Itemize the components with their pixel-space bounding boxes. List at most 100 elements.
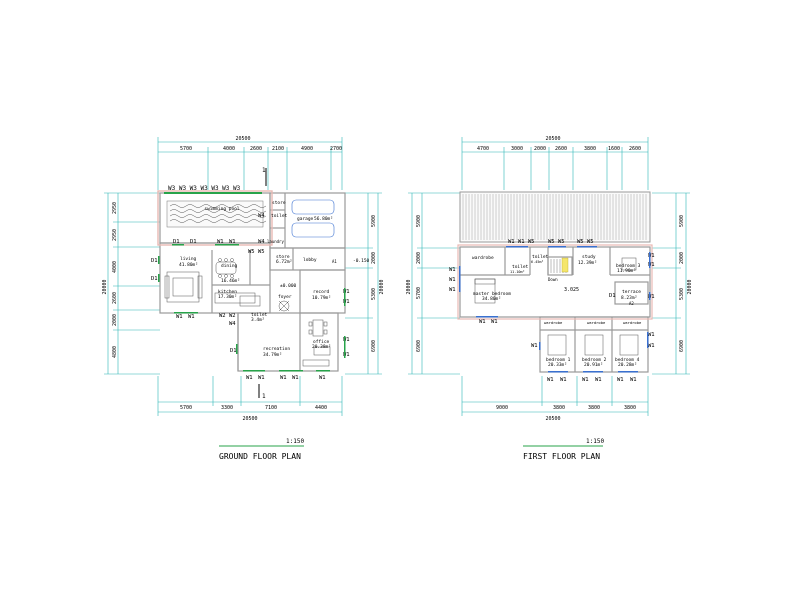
ground-w2-a: W2 bbox=[219, 313, 226, 319]
first-w1-r2: W1 bbox=[648, 262, 655, 268]
first-dim-left-total: 20000 bbox=[406, 279, 412, 294]
ground-laundry: laundry bbox=[267, 239, 284, 244]
first-dim-right-1: 5900 bbox=[679, 215, 685, 227]
ground-dims-right bbox=[345, 192, 382, 375]
first-wardrobe-c: wardrobe bbox=[623, 320, 642, 325]
first-beds bbox=[474, 257, 639, 356]
first-w1-b3: W1 bbox=[582, 377, 589, 383]
first-master-area: 34.80m² bbox=[482, 296, 501, 302]
first-toilet: toilet bbox=[512, 264, 529, 270]
ground-dim-right-total: 20000 bbox=[379, 279, 385, 294]
first-toilet-area: 11.10m² bbox=[510, 270, 525, 274]
first-toilet2-area: 6.45m² bbox=[531, 260, 544, 264]
ground-dims-bottom bbox=[157, 376, 343, 416]
ground-store-top: store bbox=[272, 200, 286, 206]
ground-dim-left-6: 4800 bbox=[112, 346, 118, 358]
first-dim-top-3: 2000 bbox=[534, 146, 546, 152]
ground-d1-a: D1 bbox=[173, 239, 180, 245]
first-toilet2: toilet bbox=[532, 254, 549, 260]
ground-toilet-small-area: 3.4m² bbox=[251, 317, 265, 323]
first-bedroom4: bedroom 4 bbox=[615, 357, 640, 363]
first-dim-right-3: 5300 bbox=[679, 288, 685, 300]
ground-w1-bl2: W1 bbox=[188, 314, 195, 320]
first-bedroom2: bedroom 2 bbox=[582, 357, 607, 363]
first-wardrobe-b: wardrobe bbox=[587, 320, 606, 325]
ground-dim-left-1: 2950 bbox=[112, 202, 118, 214]
first-w1-b1: W1 bbox=[547, 377, 554, 383]
first-windows-row1: W1 W1 W5 bbox=[508, 239, 535, 245]
ground-section-mark-bottom: 1 bbox=[262, 393, 266, 400]
first-w1-l1: W1 bbox=[449, 267, 456, 273]
first-dim-bottom-2: 3800 bbox=[553, 405, 565, 411]
ground-store-mid-area: 6.72m² bbox=[276, 259, 292, 265]
ground-living-area: 41.80m² bbox=[179, 262, 198, 268]
first-w1-b5: W1 bbox=[617, 377, 624, 383]
first-study: study bbox=[582, 254, 596, 260]
ground-dim-left-3: 4000 bbox=[112, 261, 118, 273]
ground-w1-a: W1 bbox=[217, 239, 224, 245]
first-w1-mid: W1 bbox=[531, 343, 538, 349]
ground-windows-top: W3 W3 W3 W3 W3 W3 W3 bbox=[168, 185, 241, 192]
first-dim-top-5: 3800 bbox=[584, 146, 596, 152]
first-dim-bottom-1: 9000 bbox=[496, 405, 508, 411]
first-dims-bottom bbox=[461, 376, 649, 416]
ground-dim-top-3: 2600 bbox=[250, 146, 262, 152]
ground-dim-top-5: 4900 bbox=[301, 146, 313, 152]
ground-w1-bot4: W1 bbox=[292, 375, 299, 381]
ground-dim-top-1: 5700 bbox=[180, 146, 192, 152]
first-dim-bottom-4: 3800 bbox=[624, 405, 636, 411]
office-furniture bbox=[278, 300, 331, 367]
first-dim-right-2: 2000 bbox=[679, 252, 685, 264]
first-dims-top bbox=[461, 137, 649, 190]
first-w1-r5: W1 bbox=[648, 343, 655, 349]
ground-level-m015: -0.150 bbox=[353, 258, 370, 264]
first-w1-r3: W1 bbox=[648, 294, 655, 300]
first-window-marks bbox=[459, 246, 651, 373]
ground-dims-top bbox=[157, 137, 343, 190]
ground-w4-b: W4 bbox=[258, 239, 265, 245]
first-dim-top-1: 4700 bbox=[477, 146, 489, 152]
ground-w1-bot2: W1 bbox=[258, 375, 265, 381]
first-terrace: terrace bbox=[622, 289, 641, 295]
ground-office: office bbox=[313, 339, 330, 345]
first-wardrobe: wardrobe bbox=[472, 255, 494, 261]
ground-w5w5: W5 W5 bbox=[248, 249, 265, 255]
ground-dim-left-4: 2600 bbox=[112, 292, 118, 304]
ground-dim-bottom-3: 7100 bbox=[265, 405, 277, 411]
ground-dim-left-total: 20000 bbox=[102, 279, 108, 294]
ground-kitchen: kitchen bbox=[218, 289, 237, 295]
first-dim-left-4: 6900 bbox=[416, 340, 422, 352]
ground-w1-bot5: W1 bbox=[319, 375, 326, 381]
first-bedroom3: bedroom 3 bbox=[616, 263, 641, 269]
first-dim-left-1: 5900 bbox=[416, 215, 422, 227]
ground-dim-bottom-total: 20500 bbox=[242, 416, 257, 422]
first-dim-top-total: 20500 bbox=[545, 136, 560, 142]
ground-dim-right-4: 6900 bbox=[371, 340, 377, 352]
ground-living: living bbox=[180, 256, 197, 262]
ground-dim-top-2: 4000 bbox=[223, 146, 235, 152]
first-windows-row2: W5 W5 bbox=[548, 239, 565, 245]
first-bedroom1-area: 20.33m² bbox=[548, 362, 567, 368]
ground-recreation-area: 34.79m² bbox=[263, 352, 282, 358]
first-bedroom4-area: 20.28m² bbox=[618, 362, 637, 368]
first-dim-bottom-total: 20500 bbox=[545, 416, 560, 422]
ground-d1-rec: D1 bbox=[230, 348, 237, 354]
first-dim-top-7: 2600 bbox=[629, 146, 641, 152]
ground-dining: dining bbox=[221, 263, 238, 269]
ground-w4-a: W4 bbox=[258, 213, 265, 219]
ground-w1-r1: W1 bbox=[343, 289, 350, 295]
ground-window-strip-top bbox=[164, 192, 262, 194]
first-dim-left-3: 5700 bbox=[416, 287, 422, 299]
first-down: Down bbox=[548, 277, 558, 282]
first-floor-plan: 20500 4700 3000 2000 2600 3800 1600 2600… bbox=[406, 136, 693, 461]
first-dim-right-4: 6900 bbox=[679, 340, 685, 352]
ground-d1-left2: D1 bbox=[151, 276, 158, 282]
ground-w1-r2: W1 bbox=[343, 299, 350, 305]
ground-w1-bl1: W1 bbox=[176, 314, 183, 320]
ground-dim-left-5: 2000 bbox=[112, 314, 118, 326]
ground-dining-area: 16.46m² bbox=[221, 278, 240, 284]
ground-dim-right-3: 5300 bbox=[371, 288, 377, 300]
ground-scale: 1:150 bbox=[286, 438, 304, 445]
first-wardrobe-a: wardrobe bbox=[544, 320, 563, 325]
